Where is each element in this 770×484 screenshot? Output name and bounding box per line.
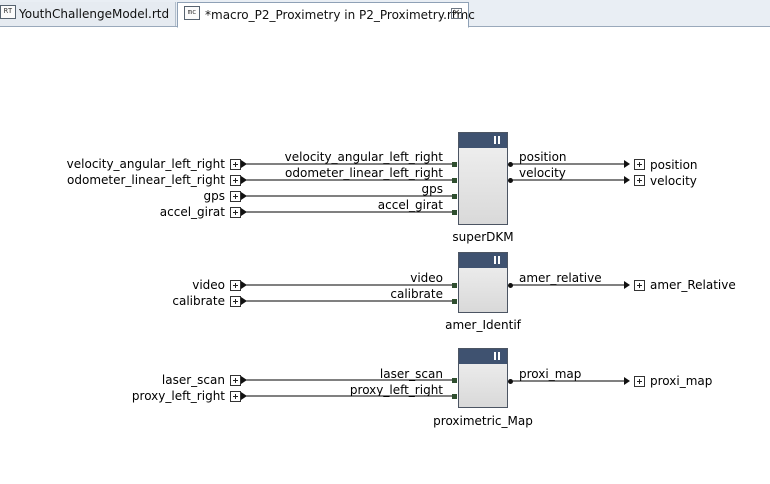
pause-icon xyxy=(494,256,500,264)
block-input-port[interactable] xyxy=(452,194,457,199)
block-header xyxy=(459,253,507,268)
block-input-label: video xyxy=(410,271,443,285)
macro-input-port-icon[interactable] xyxy=(230,175,241,186)
block-header xyxy=(459,349,507,364)
block-name: amer_Identif xyxy=(445,318,521,332)
block-proximetric-map[interactable] xyxy=(458,348,508,408)
model-file-icon: RT xyxy=(0,5,16,19)
arrow-icon xyxy=(241,376,250,384)
block-output-label: position xyxy=(519,150,567,164)
block-input-label: proxy_left_right xyxy=(349,383,443,397)
arrow-icon xyxy=(624,160,633,168)
macro-output-port-icon[interactable] xyxy=(634,175,645,186)
block-input-label: calibrate xyxy=(390,287,443,301)
macro-input-port-icon[interactable] xyxy=(230,191,241,202)
pause-icon xyxy=(494,136,500,144)
arrow-icon xyxy=(624,281,633,289)
macro-input-port-icon[interactable] xyxy=(230,207,241,218)
arrow-icon xyxy=(624,176,633,184)
macro-output-port-icon[interactable] xyxy=(634,376,645,387)
macro-input-port-icon[interactable] xyxy=(230,391,241,402)
macro-input-label: odometer_linear_left_right xyxy=(67,173,225,187)
macro-output-label: amer_Relative xyxy=(650,278,736,292)
macro-output-label: position xyxy=(650,158,698,172)
arrow-icon xyxy=(624,377,633,385)
macro-output-label: proxi_map xyxy=(650,374,713,388)
macro-input-port-icon[interactable] xyxy=(230,280,241,291)
arrow-icon xyxy=(241,392,250,400)
macro-output-label: velocity xyxy=(650,174,697,188)
macro-input-label: proxy_left_right xyxy=(131,389,225,403)
block-superdkm[interactable] xyxy=(458,132,508,225)
block-input-label: accel_girat xyxy=(377,198,443,212)
block-amer-identif[interactable] xyxy=(458,252,508,313)
block-input-label: velocity_angular_left_right xyxy=(284,150,443,164)
block-name: superDKM xyxy=(452,230,514,244)
block-output-label: proxi_map xyxy=(519,367,582,381)
pause-icon xyxy=(494,352,500,360)
editor-tab-bar: RT YouthChallengeModel.rtd mc *macro_P2_… xyxy=(0,0,770,28)
arrow-icon xyxy=(241,281,250,289)
diagram-wires xyxy=(241,163,629,397)
macro-input-label: laser_scan xyxy=(161,373,225,387)
block-input-port[interactable] xyxy=(452,162,457,167)
block-output-label: velocity xyxy=(519,166,566,180)
macro-output-port-icon[interactable] xyxy=(634,280,645,291)
block-output-port[interactable] xyxy=(508,162,513,167)
block-input-port[interactable] xyxy=(452,394,457,399)
block-header xyxy=(459,133,507,148)
arrow-icon xyxy=(241,160,250,168)
macro-input-port-icon[interactable] xyxy=(230,296,241,307)
tab-youth-challenge-model[interactable]: RT YouthChallengeModel.rtd xyxy=(0,2,176,26)
arrow-icon xyxy=(241,176,250,184)
block-input-label: gps xyxy=(421,182,444,196)
block-input-port[interactable] xyxy=(452,178,457,183)
tab-label: *macro_P2_Proximetry in P2_Proximetry.rt… xyxy=(205,8,475,22)
arrow-icon xyxy=(241,192,250,200)
block-output-label: amer_relative xyxy=(519,271,602,285)
macro-input-label: velocity_angular_left_right xyxy=(66,157,225,171)
macro-input-label: accel_girat xyxy=(159,205,225,219)
block-output-port[interactable] xyxy=(508,178,513,183)
macro-output-port-icon[interactable] xyxy=(634,159,645,170)
tab-label: YouthChallengeModel.rtd xyxy=(19,7,170,21)
block-input-port[interactable] xyxy=(452,210,457,215)
macro-file-icon: mc xyxy=(184,6,200,20)
macro-input-label: gps xyxy=(203,189,226,203)
tab-macro-p2-proximetry[interactable]: mc *macro_P2_Proximetry in P2_Proximetry… xyxy=(177,2,475,28)
block-name: proximetric_Map xyxy=(433,414,533,428)
macro-input-label: video xyxy=(192,278,225,292)
macro-input-label: calibrate xyxy=(172,294,225,308)
block-output-port[interactable] xyxy=(508,283,513,288)
block-input-port[interactable] xyxy=(452,299,457,304)
block-input-port[interactable] xyxy=(452,283,457,288)
block-output-port[interactable] xyxy=(508,379,513,384)
arrow-icon xyxy=(241,208,250,216)
macro-input-port-icon[interactable] xyxy=(230,375,241,386)
close-tab-icon[interactable]: × xyxy=(451,8,462,19)
arrow-icon xyxy=(241,297,250,305)
block-input-label: laser_scan xyxy=(379,367,443,381)
macro-input-port-icon[interactable] xyxy=(230,159,241,170)
block-input-label: odometer_linear_left_right xyxy=(285,166,443,180)
block-input-port[interactable] xyxy=(452,378,457,383)
